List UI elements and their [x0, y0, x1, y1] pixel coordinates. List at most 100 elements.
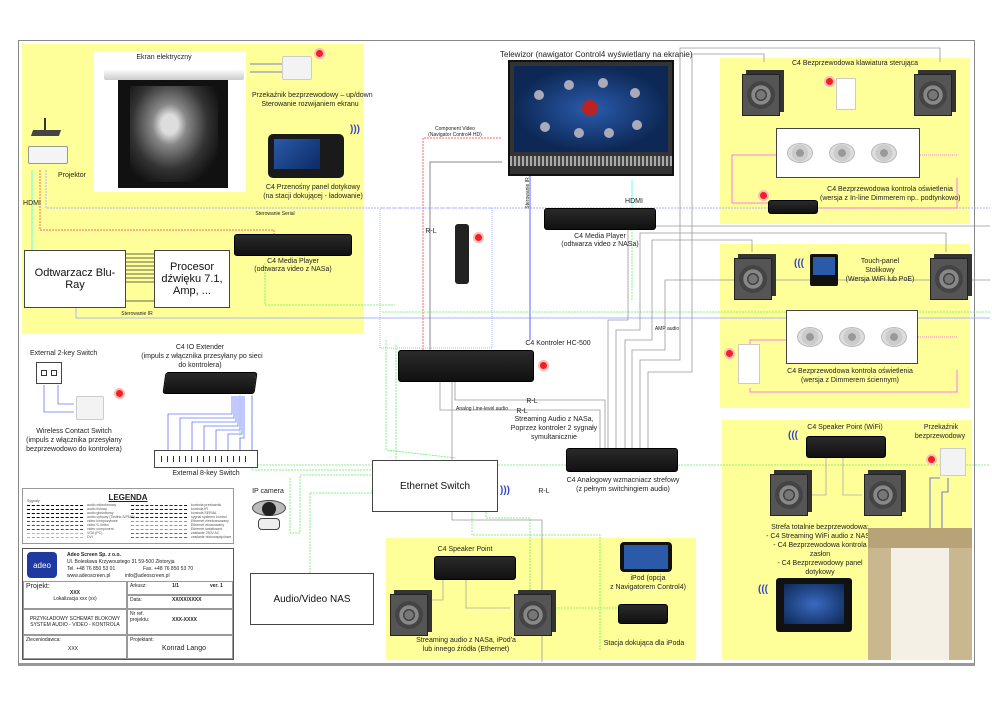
table-touch-panel: [810, 254, 838, 286]
wireless-keypad: [836, 78, 856, 110]
room3-desc-5: - C4 Bezprzewodowy panel: [777, 560, 863, 567]
legend-item-label: sygnał systemu kontrol: [191, 515, 227, 519]
screen-relay: [282, 56, 312, 80]
rl-label-1: R-L: [526, 398, 538, 405]
speaker: [514, 594, 552, 636]
scheme-title-2: SYSTEM AUDIO - VIDEO - KONTROLA: [30, 622, 120, 628]
ipod-label-1: iPod (opcja: [630, 575, 666, 582]
rl-label-3: R-L: [538, 488, 550, 495]
room3-desc-2: - C4 Streaming WiFi audio z NASa: [766, 533, 874, 540]
relay-label-2: Sterowanie rozwijaniem ekranu: [261, 101, 359, 108]
company-address: Ul. Bolesława Krzywoustego 31 59-500 Zło…: [67, 559, 175, 565]
dock-label: Stacja dokująca dla iPoda: [603, 640, 685, 647]
speaker-point-wifi: [806, 436, 886, 458]
project-location: Lokalizacja xxx (xx): [53, 596, 97, 602]
designer-label: Projektant:: [130, 637, 154, 643]
wireless-contact-switch: [76, 396, 104, 420]
analog-audio-label: Analog Line-level audio: [456, 406, 508, 412]
tv-label: Telewizor (nawigator Control4 wyświetlan…: [500, 50, 693, 59]
ceiling-lamp: [787, 143, 813, 163]
ref-label-2: projektu:: [130, 617, 150, 623]
lighting-panel: [786, 310, 918, 364]
rf-signal-icon: [760, 192, 767, 199]
sheet-label: Arkusz:: [130, 583, 147, 589]
ethernet-switch: Ethernet Switch: [372, 460, 498, 512]
ceiling-lamp: [871, 143, 897, 163]
amplifier-label-2: (z pełnym switchingiem audio): [576, 486, 670, 493]
io-extender: [162, 372, 258, 394]
version-value: ver. 1: [210, 583, 223, 589]
touch-panel-label-1: C4 Przenośny panel dotykowy: [265, 184, 361, 191]
legend-swatch: [27, 537, 83, 540]
sheet-cell: Arkusz: 1/1 ver. 1: [127, 581, 233, 595]
wifi-icon: ))): [500, 485, 510, 496]
remote-control: [455, 224, 469, 284]
relay-label-1: Przekaźnik bezprzewodowy – up/down: [252, 92, 373, 99]
media-player-tv-label-1: C4 Media Player: [574, 233, 626, 240]
room3-relay-label-2: bezprzewodowy: [914, 433, 966, 440]
legend-item-label: Ethernet światłowód: [191, 527, 223, 531]
nas-label: Audio/Video NAS: [273, 593, 351, 605]
designer-value: Konrad Lango: [162, 645, 206, 652]
touch-panel-portable: [268, 134, 344, 178]
wireless-contact-label-1: Wireless Contact Switch: [36, 428, 112, 435]
rf-signal-icon: [726, 350, 733, 357]
speaker-point: [434, 556, 516, 580]
legend-item-label: zasilanie 230V AC: [191, 531, 220, 535]
legend-item-label: audio głośnikowy: [87, 511, 114, 515]
project-cell: Projekt: XXX Lokalizacja xxx (xx): [23, 581, 127, 609]
speaker-point-wifi-label: C4 Speaker Point (WiFi): [807, 424, 883, 431]
ip-camera-label: IP camera: [252, 488, 284, 495]
ipod-label-2: z Navigatorem Control4): [610, 584, 686, 591]
legend-swatch: [27, 521, 83, 524]
scheme-title-1: PRZYKŁADOWY SCHEMAT BLOKOWY: [29, 616, 121, 622]
room3-desc-4: zasłon: [809, 551, 831, 558]
ip-camera: [252, 498, 286, 532]
legend-swatch: [27, 513, 83, 516]
room2-lighting-label-2: (wersja z Dimmerem ściennym): [800, 377, 899, 384]
amp-audio-label: AMP audio: [654, 326, 680, 332]
bluray-player: Odtwarzacz Blu-Ray: [24, 250, 126, 308]
tv-rl-label: R-L: [425, 228, 437, 235]
ceiling-lamp: [829, 143, 855, 163]
streaming-label-1: Streaming Audio z NASa,: [514, 416, 594, 423]
room2-touch-label-1: Touch-panel: [860, 258, 900, 265]
legend-swatch: [27, 529, 83, 532]
room2-lighting-label-1: C4 Bezprzewodowa kontrola oświetlenia: [787, 368, 913, 375]
legend-item-label: kontrola SERIAL: [191, 511, 217, 515]
sheet-value: 1/1: [172, 583, 179, 589]
ref-label-1: Nr ref.: [130, 611, 144, 617]
legend-item-label: kontrola IR: [191, 507, 208, 511]
rf-signal-icon: [316, 50, 323, 57]
screen-label: Ekran elektryczny: [136, 54, 192, 61]
speaker: [390, 594, 428, 636]
streaming-label-3: symultanicznie: [531, 434, 577, 441]
wifi-icon: (((: [788, 430, 798, 441]
date-cell: Data: XX/XX/XXXX: [127, 595, 233, 609]
wall-touch-panel: [776, 578, 852, 632]
speaker: [864, 474, 902, 516]
legend-swatch: [27, 509, 83, 512]
processor-label-1: Procesor: [169, 261, 215, 273]
speaker-point-label: C4 Speaker Point: [437, 546, 493, 553]
inline-dimmer: [768, 200, 818, 214]
wireless-contact-label-2: (impuls z włącznika przesyłany: [26, 437, 122, 444]
legend-item-label: audio mikrofonowy: [87, 503, 117, 507]
tv-screen: [514, 66, 668, 152]
rf-signal-icon: [928, 456, 935, 463]
room3-desc-6: dotykowy: [805, 569, 835, 576]
ipod: [620, 542, 672, 572]
room3-desc-1: Strefa totalnie bezprzewodowa:: [771, 524, 869, 531]
media-player-tv: [544, 208, 656, 230]
logo-text: adeo: [33, 561, 51, 570]
legend-item-label: audio cyfrowy (Toslink,S/PDIF): [87, 515, 135, 519]
ext-8key-label: External 8-key Switch: [172, 470, 240, 477]
legend-swatch: [131, 521, 187, 524]
client-cell: Zleceniodawca: XXX: [23, 635, 127, 659]
company-logo: adeo: [27, 552, 57, 578]
company-www: www.adeoscreen.pl: [67, 573, 111, 579]
wireless-contact-label-3: bezprzewodowo do kontrolera): [26, 446, 122, 453]
curtain-window: [868, 528, 972, 660]
legend-item-label: video component: [87, 527, 114, 531]
ext-8key-switch: [154, 450, 258, 468]
